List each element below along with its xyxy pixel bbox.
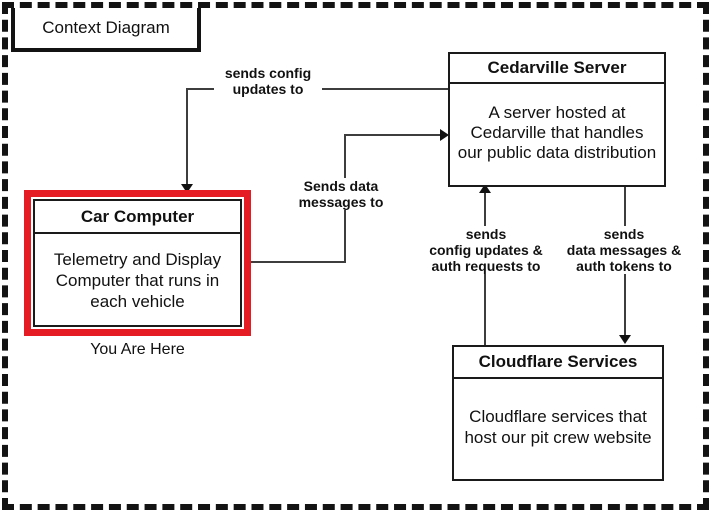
arrowhead-down-icon — [619, 335, 631, 344]
connector-label-sends-data-messages: Sends data messages to — [288, 178, 394, 210]
connector-label-sends-config-updates: sends config updates to — [214, 65, 322, 97]
label-line: auth tokens to — [576, 258, 672, 274]
label-line: sends — [603, 226, 645, 242]
arrowhead-right-icon — [440, 129, 449, 141]
label-line: messages to — [298, 194, 384, 210]
node-title: Car Computer — [35, 201, 240, 234]
node-car-computer-highlight: Car Computer Telemetry and Display Compu… — [24, 190, 251, 336]
connector-label-data-messages-auth-tokens: sends data messages & auth tokens to — [561, 226, 687, 274]
arrowhead-down-icon — [181, 184, 193, 193]
node-car-computer: Car Computer Telemetry and Display Compu… — [33, 199, 242, 327]
diagram-title-box: Context Diagram — [11, 8, 201, 52]
connector-car-to-server-hline1 — [251, 261, 346, 263]
node-description: Cloudflare services that host our pit cr… — [464, 407, 652, 447]
label-line: updates to — [232, 81, 304, 97]
label-line: sends — [465, 226, 507, 242]
node-description: A server hosted at Cedarville that handl… — [457, 102, 657, 162]
node-description: Telemetry and Display Computer that runs… — [53, 249, 222, 311]
arrowhead-up-icon — [479, 184, 491, 193]
label-line: config updates & — [429, 242, 543, 258]
diagram-title: Context Diagram — [42, 18, 170, 37]
connector-car-to-server-hline2 — [344, 134, 441, 136]
node-title: Cedarville Server — [450, 54, 664, 84]
connector-server-to-car-vline — [186, 88, 188, 185]
you-are-here-label: You Are Here — [90, 341, 185, 358]
node-title: Cloudflare Services — [454, 347, 662, 379]
label-line: data messages & — [566, 242, 682, 258]
label-line: Sends data — [303, 178, 379, 194]
label-line: sends config — [224, 65, 312, 81]
label-line: auth requests to — [431, 258, 541, 274]
node-cloudflare-services: Cloudflare Services Cloudflare services … — [452, 345, 664, 481]
node-cedarville-server: Cedarville Server A server hosted at Ced… — [448, 52, 666, 187]
connector-label-config-updates-auth-requests: sends config updates & auth requests to — [425, 226, 547, 274]
